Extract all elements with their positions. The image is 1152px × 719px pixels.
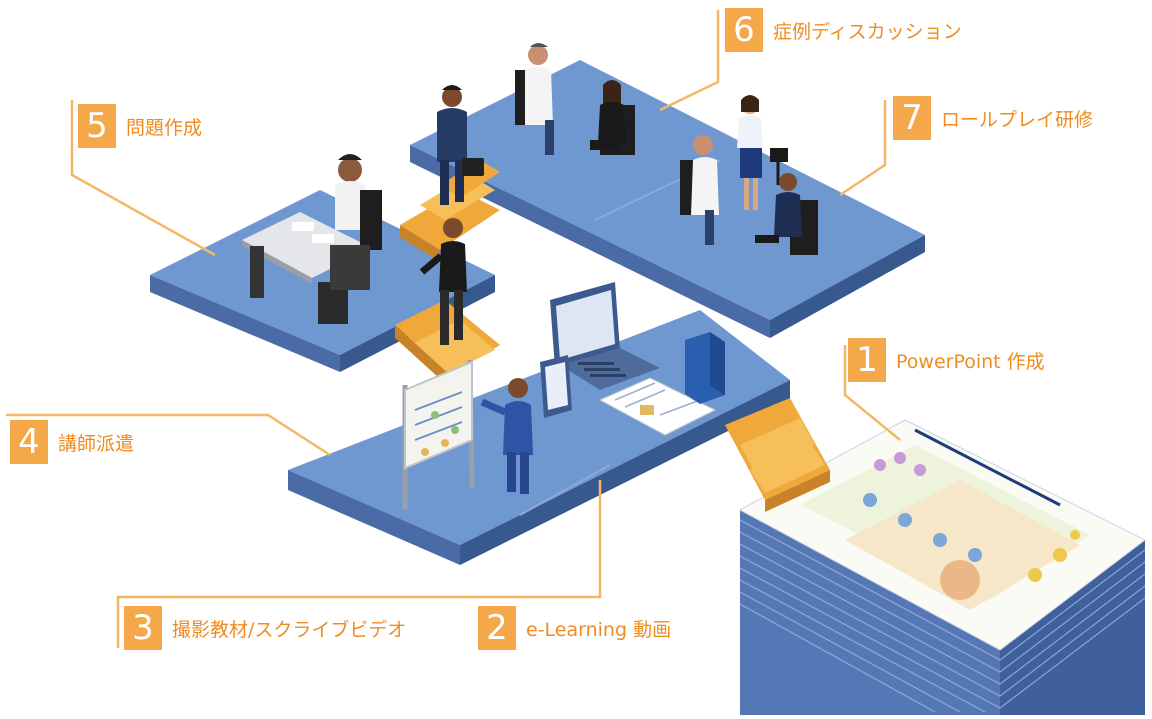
label-4-number: 4 <box>10 420 48 464</box>
climbing-man <box>419 218 467 345</box>
case-discussion-scene <box>515 43 635 155</box>
label-4-text: 講師派遣 <box>58 432 135 455</box>
leader-line-7 <box>839 100 887 197</box>
roleplay-scene <box>680 95 818 255</box>
label-7-number: 7 <box>893 96 931 140</box>
leader-line-6 <box>659 10 720 112</box>
label-2-text: e-Learning 動画 <box>526 618 672 641</box>
label-2-number: 2 <box>478 606 516 650</box>
platform-top <box>410 60 925 338</box>
label-6: 6 症例ディスカッション <box>725 8 962 52</box>
label-3-text: 撮影教材/スクライブビデオ <box>172 618 407 641</box>
whiteboard-scene <box>402 359 533 510</box>
label-4: 4 講師派遣 <box>10 420 134 464</box>
label-5: 5 問題作成 <box>78 104 202 148</box>
label-3: 3 撮影教材/スクライブビデオ <box>124 606 406 650</box>
label-2: 2 e-Learning 動画 <box>478 606 671 650</box>
leader-line-1 <box>843 345 901 441</box>
leader-line-3 <box>116 595 468 648</box>
leader-lines <box>6 10 901 648</box>
label-1-text: PowerPoint 作成 <box>896 350 1045 373</box>
label-6-text: 症例ディスカッション <box>773 20 962 43</box>
paper-stack <box>738 419 1146 715</box>
label-1: 1 PowerPoint 作成 <box>848 338 1045 382</box>
label-5-number: 5 <box>78 104 116 148</box>
label-3-number: 3 <box>124 606 162 650</box>
elearning-devices <box>540 282 725 436</box>
leader-line-2 <box>468 480 602 599</box>
leader-line-4 <box>6 413 331 457</box>
desk-scene <box>242 154 382 324</box>
walking-businessman <box>437 85 484 205</box>
platform-lower <box>288 310 790 565</box>
leader-line-5 <box>70 100 216 257</box>
label-5-text: 問題作成 <box>126 116 203 139</box>
label-1-number: 1 <box>848 338 886 382</box>
label-7-text: ロールプレイ研修 <box>941 108 1094 131</box>
label-6-number: 6 <box>725 8 763 52</box>
label-7: 7 ロールプレイ研修 <box>893 96 1093 140</box>
